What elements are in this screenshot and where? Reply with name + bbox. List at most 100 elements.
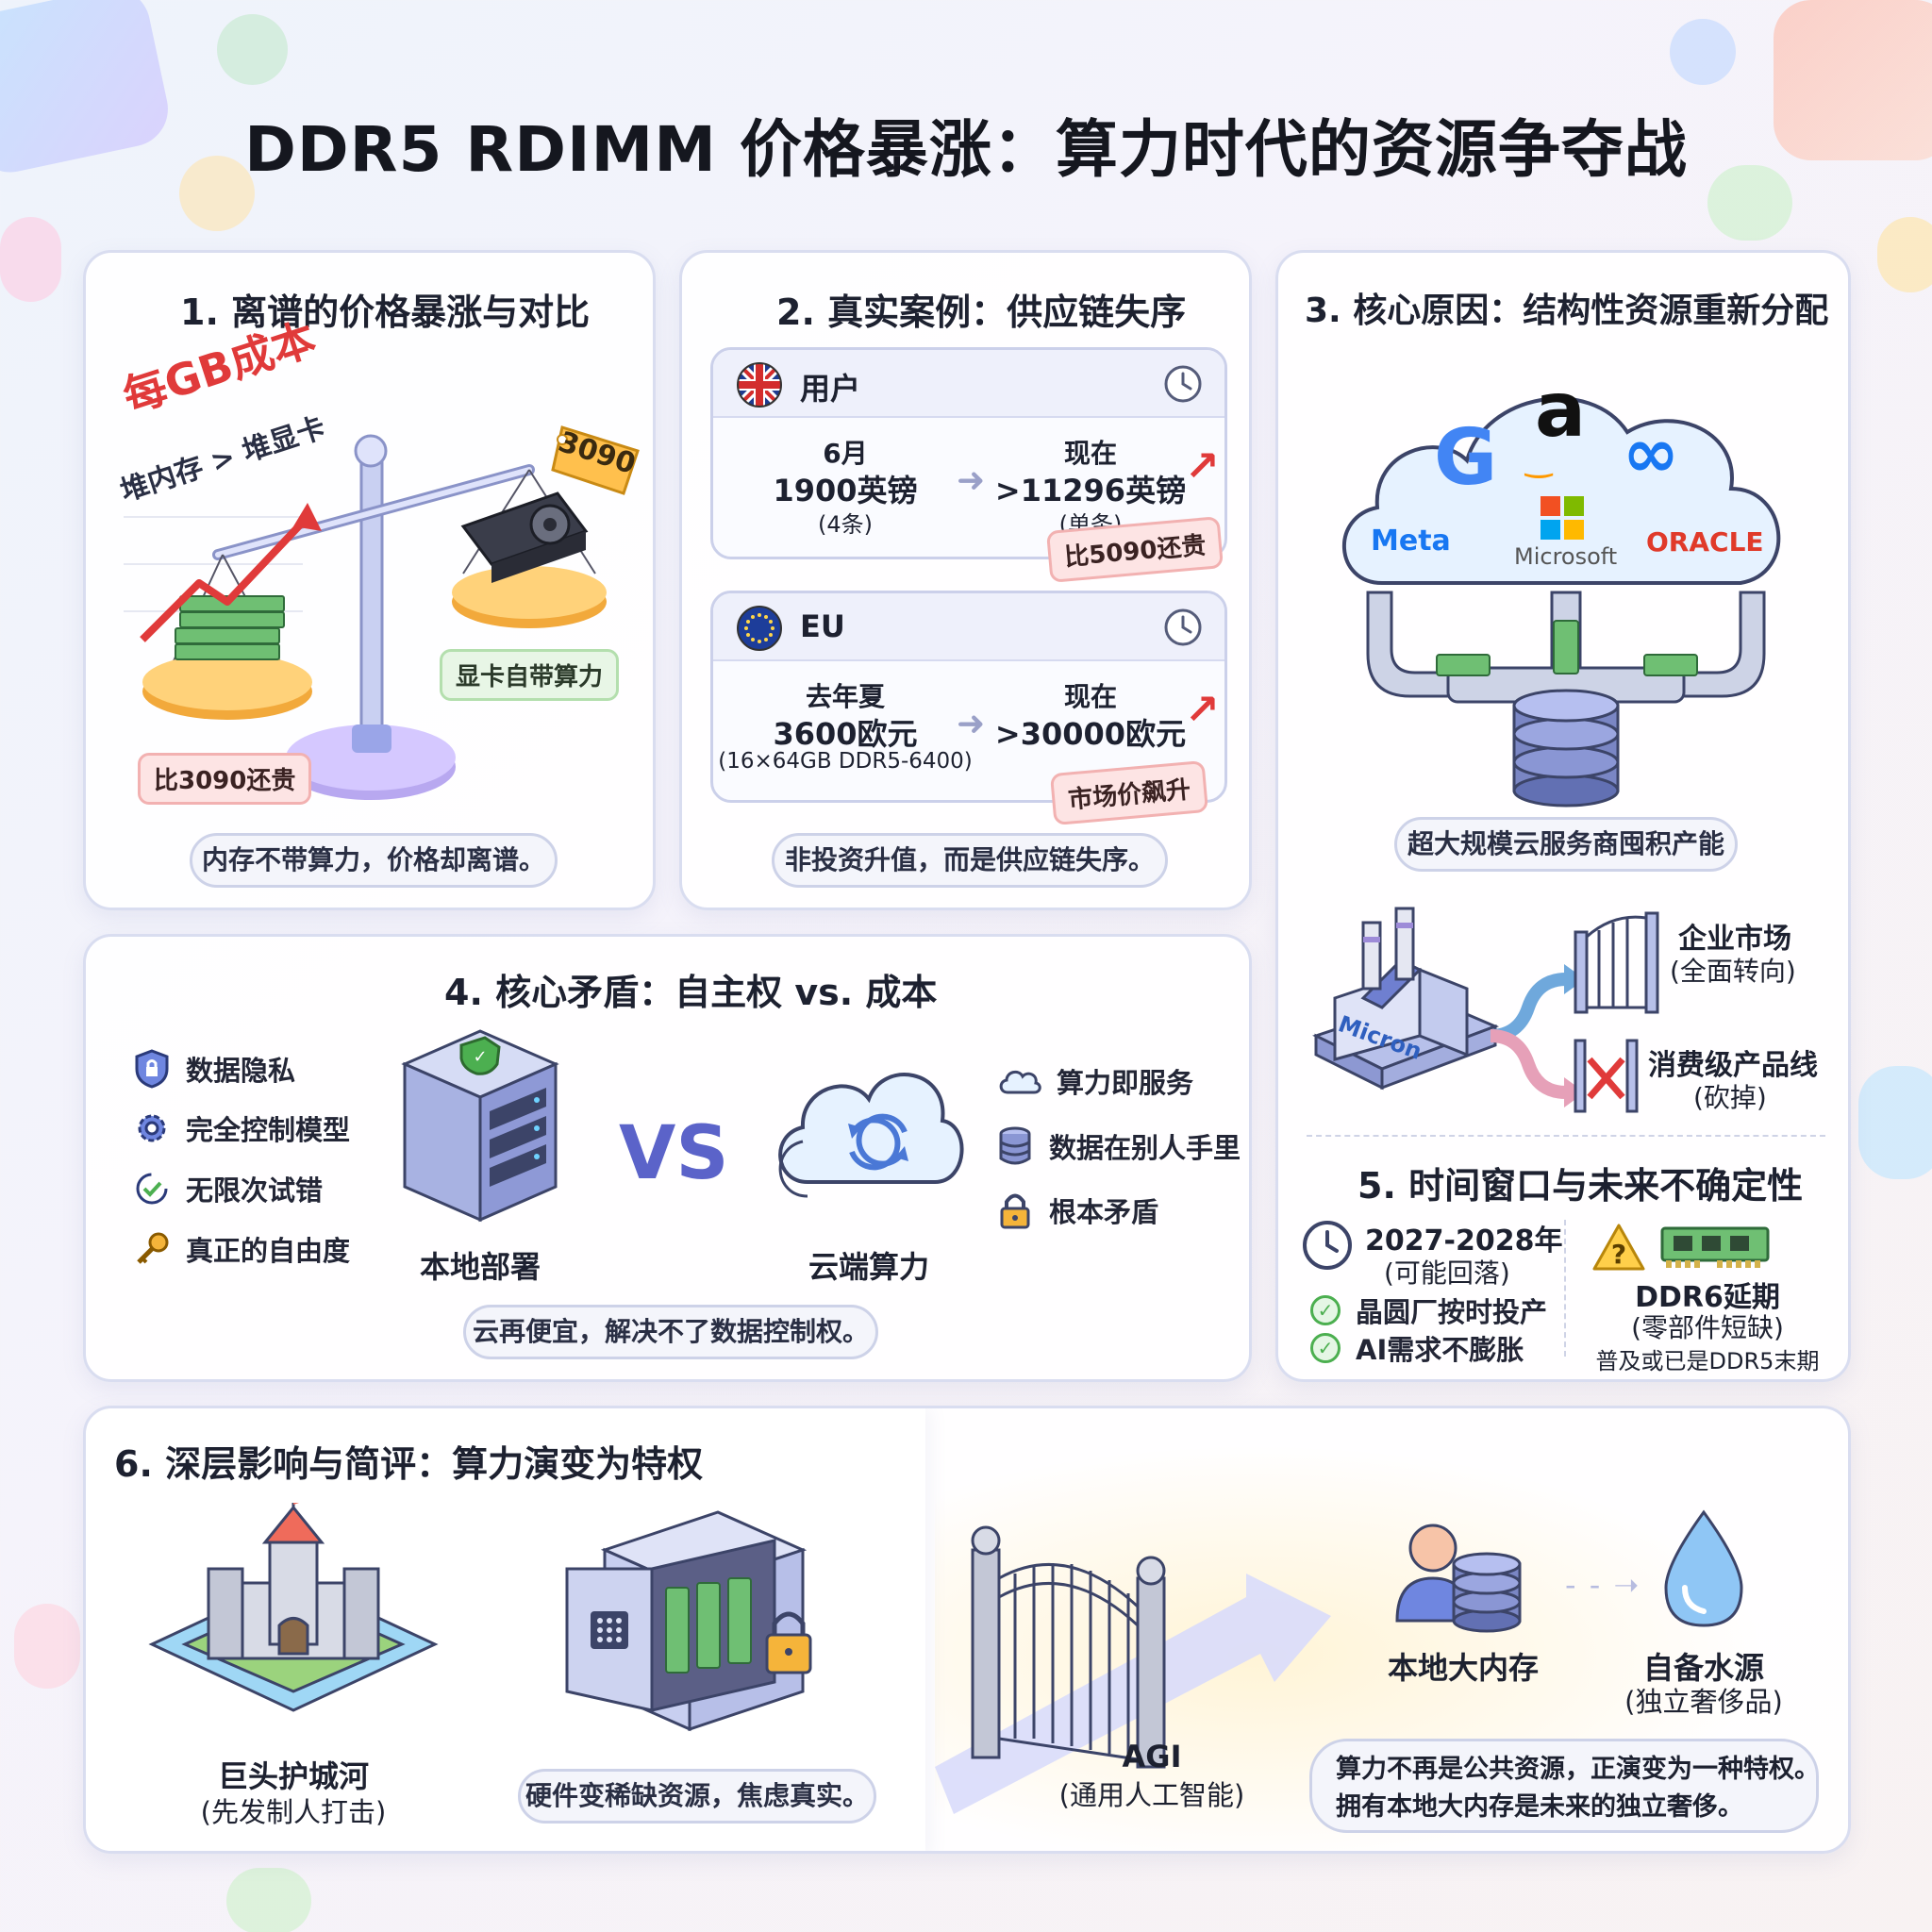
section-divider: [1307, 1135, 1825, 1137]
cloud-icon: [999, 1070, 1041, 1094]
uk-flag-icon: [737, 362, 782, 408]
before-note: (4条): [818, 511, 873, 538]
ddr6-delay-note: (零部件短缺): [1631, 1312, 1784, 1343]
refresh-check-icon: [136, 1173, 168, 1205]
before-time: 去年夏: [805, 681, 885, 712]
cloud-providers-illustration: [1342, 396, 1781, 808]
microsoft-logo-text: Microsoft: [1514, 543, 1618, 570]
condition-text: 晶圆厂按时投产: [1356, 1296, 1548, 1328]
section-supply-chain-cases: 2. 真实案例：供应链失序 用户: [679, 250, 1252, 910]
background-shape: [1670, 19, 1736, 85]
case-region: EU: [800, 608, 845, 644]
consumer-line-label: 消费级产品线: [1648, 1049, 1818, 1082]
balance-scale-illustration: [124, 425, 640, 800]
cloud-item: 根本矛盾: [996, 1190, 1158, 1231]
section-summary: 硬件变稀缺资源，焦虑真实。: [518, 1769, 876, 1824]
svg-text:✓: ✓: [473, 1047, 487, 1067]
memory-module-icon: [1660, 1226, 1770, 1268]
database-icon: [999, 1126, 1031, 1165]
section-root-cause: 3. 核心原因：结构性资源重新分配 G a ‿ ∞ Meta Micr: [1275, 250, 1851, 1382]
case-header: 用户: [713, 350, 1224, 418]
ddr6-delay-extra: 普及或已是DDR5末期: [1595, 1348, 1820, 1374]
key-icon: [137, 1232, 169, 1264]
conclusion-line-2: 拥有本地大内存是未来的独立奢侈。: [1336, 1792, 1743, 1822]
consumer-line-note: (砍掉): [1693, 1082, 1767, 1113]
section-summary: 云再便宜，解决不了数据控制权。: [463, 1305, 878, 1359]
recovery-year: 2027-2028年: [1365, 1224, 1563, 1257]
after-price: >30000欧元: [994, 716, 1187, 752]
background-shape: [14, 1604, 80, 1689]
section-summary: 内存不带算力，价格却离谱。: [190, 833, 558, 888]
user-with-database-icon: [1395, 1524, 1522, 1633]
background-shape: [1707, 165, 1792, 241]
agi-note: (通用人工智能): [1058, 1779, 1245, 1811]
background-shape: [1858, 1066, 1932, 1179]
before-note: (16×64GB DDR5-6400): [718, 749, 973, 774]
cloud-item: 算力即服务: [996, 1061, 1193, 1101]
meta-logo-text: Meta: [1371, 525, 1451, 558]
before-price: 3600欧元: [773, 716, 918, 752]
castle-label: 巨头护城河: [217, 1758, 369, 1794]
microsoft-logo-icon: [1541, 496, 1584, 540]
before-price: 1900英镑: [773, 473, 918, 508]
section-title: 6. 深层影响与简评：算力演变为特权: [114, 1443, 704, 1485]
padlock-icon: [1000, 1193, 1030, 1229]
condition-text: AI需求不膨胀: [1356, 1334, 1524, 1366]
gpu-compute-label: 显卡自带算力: [440, 649, 620, 701]
water-drop-icon: [1664, 1509, 1743, 1627]
price-up-arrow-icon: ↗: [1185, 442, 1220, 491]
gate-arrow-illustration: [935, 1525, 1331, 1814]
gear-icon: [138, 1114, 166, 1142]
section-title: 2. 真实案例：供应链失序: [776, 291, 1187, 333]
section-summary: 超大规模云服务商囤积产能: [1394, 817, 1738, 872]
eu-flag-icon: [737, 606, 782, 651]
local-memory-label: 本地大内存: [1387, 1650, 1539, 1686]
background-shape: [0, 217, 61, 302]
clock-icon: [1303, 1221, 1352, 1270]
check-circle-icon: ✓: [1310, 1295, 1341, 1325]
safe-with-memory-illustration: [565, 1510, 812, 1732]
page-title: DDR5 RDIMM 价格暴涨：算力时代的资源争夺战: [244, 113, 1688, 186]
self-water-note: (独立奢侈品): [1624, 1686, 1783, 1718]
check-circle-icon: ✓: [1310, 1333, 1341, 1363]
local-server-illustration: ✓: [401, 1029, 559, 1223]
background-shape: [179, 156, 255, 231]
after-time: 现在: [1063, 681, 1117, 712]
memory-price-label: 比3090还贵: [138, 753, 312, 805]
background-shape: [1774, 0, 1932, 160]
arrow-right-icon: ➜: [957, 705, 986, 743]
column-divider: [1564, 1220, 1566, 1357]
section-title: 1. 离谱的价格暴涨与对比: [180, 291, 591, 333]
dotted-arrow-icon: - - ➝: [1565, 1567, 1641, 1603]
cloud-item-text: 数据在别人手里: [1049, 1132, 1241, 1164]
price-up-arrow-icon: ↗: [1185, 686, 1220, 734]
enterprise-market-note: (全面转向): [1670, 956, 1796, 987]
enterprise-market-label: 企业市场: [1678, 923, 1791, 956]
amazon-logo-icon: a: [1535, 366, 1586, 454]
conclusion-line-1: 算力不再是公共资源，正演变为一种特权。: [1336, 1755, 1820, 1784]
section-title: 5. 时间窗口与未来不确定性: [1357, 1165, 1804, 1207]
self-water-label: 自备水源: [1642, 1650, 1764, 1686]
arrow-right-icon: ➜: [957, 461, 986, 500]
google-logo-icon: G: [1434, 413, 1498, 503]
background-shape: [1877, 217, 1932, 292]
cloud-compute-label: 云端算力: [808, 1249, 929, 1285]
conclusion-box: [1309, 1739, 1819, 1833]
shield-lock-icon: [135, 1049, 169, 1089]
condition-item: ✓ AI需求不膨胀: [1310, 1328, 1524, 1368]
ddr6-delay: DDR6延期: [1635, 1281, 1780, 1314]
section-title: 3. 核心原因：结构性资源重新分配: [1305, 291, 1829, 330]
benefit-item: 无限次试错: [133, 1169, 323, 1208]
benefit-text: 真正的自由度: [186, 1235, 351, 1267]
benefit-text: 数据隐私: [186, 1055, 296, 1087]
background-shape: [217, 14, 288, 85]
cloud-compute-illustration: [778, 1073, 964, 1198]
recovery-year-note: (可能回落): [1384, 1257, 1510, 1289]
benefit-text: 无限次试错: [186, 1174, 324, 1207]
amazon-smile-icon: ‿: [1525, 441, 1553, 479]
micron-factory-illustration: [1312, 907, 1500, 1091]
blocked-gate-icon: [1574, 1039, 1639, 1113]
benefit-item: 数据隐私: [133, 1048, 295, 1090]
case-region: 用户: [800, 371, 861, 407]
castle-moat-illustration: [148, 1503, 439, 1712]
